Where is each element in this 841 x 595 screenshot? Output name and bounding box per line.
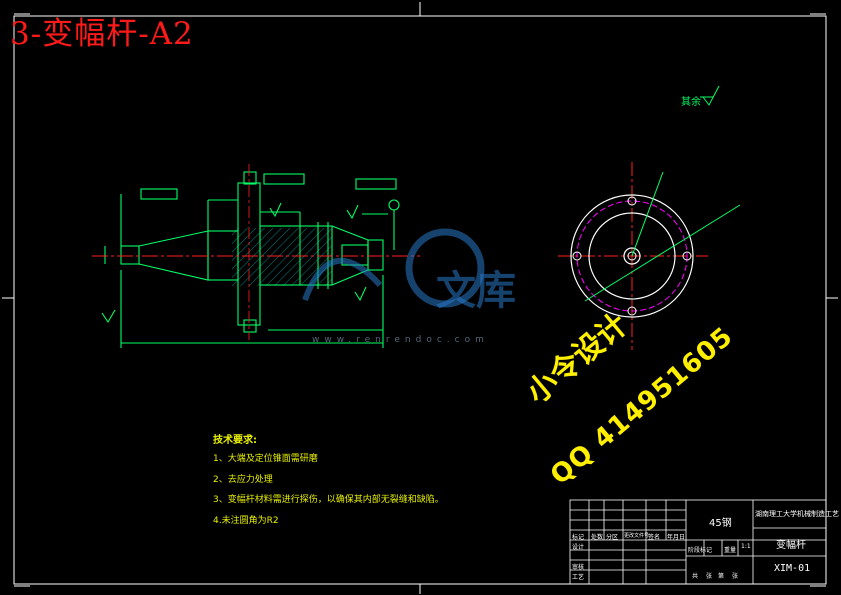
drawing-title: 3-变幅杆-A2: [10, 16, 194, 52]
title-block-material: 45钢: [709, 518, 732, 529]
title-block-row-change: 更改文件号: [624, 533, 650, 539]
tech-requirements-heading: 技术要求:: [213, 435, 257, 446]
title-block-school: 湖南理工大学机械制造工艺: [755, 510, 839, 518]
title-block-stage: 阶段标记: [688, 547, 713, 554]
title-block-row-sign: 签名: [648, 534, 661, 541]
title-block-role-design: 设计: [572, 544, 585, 551]
tech-requirement-item: 4.未注圆角为R2: [213, 516, 279, 526]
title-block-role-process: 工艺: [572, 574, 585, 581]
watermark-url: www.renrendoc.com: [312, 335, 489, 345]
title-block-scale: 1:1: [741, 543, 751, 550]
horn-side-view: [92, 164, 420, 348]
title-block-sheet-unit-a: 张: [706, 573, 713, 580]
title-block-drawing-no: XIM-01: [774, 563, 811, 574]
title-block-row-count: 处数: [591, 534, 604, 541]
horn-end-view: [558, 162, 741, 350]
title-block-grid: [569, 499, 827, 585]
watermark-brand: 文库: [436, 268, 516, 314]
title-block-row-date: 年月日: [667, 534, 686, 541]
title-block-role-review: 审核: [572, 564, 585, 571]
title-block-sheet-unit-b: 张: [732, 573, 739, 580]
watermark-logo: [302, 228, 485, 308]
tech-requirement-item: 1、大端及定位锥面需研磨: [213, 454, 318, 464]
title-block-row-mark: 标记: [572, 534, 585, 541]
tech-requirement-item: 2、去应力处理: [213, 475, 273, 485]
roughness-symbol: [700, 85, 720, 106]
roughness-default-label: 其余: [681, 97, 701, 108]
title-block-weight: 重量: [724, 547, 737, 554]
title-block-part-name: 变幅杆: [776, 540, 806, 551]
title-block-sheet-index: 第: [718, 573, 725, 580]
tech-requirement-item: 3、变幅杆材料需进行探伤，以确保其内部无裂缝和缺陷。: [213, 495, 444, 505]
title-block-row-zone: 分区: [606, 534, 619, 541]
title-block-sheet-total: 共: [692, 573, 699, 580]
